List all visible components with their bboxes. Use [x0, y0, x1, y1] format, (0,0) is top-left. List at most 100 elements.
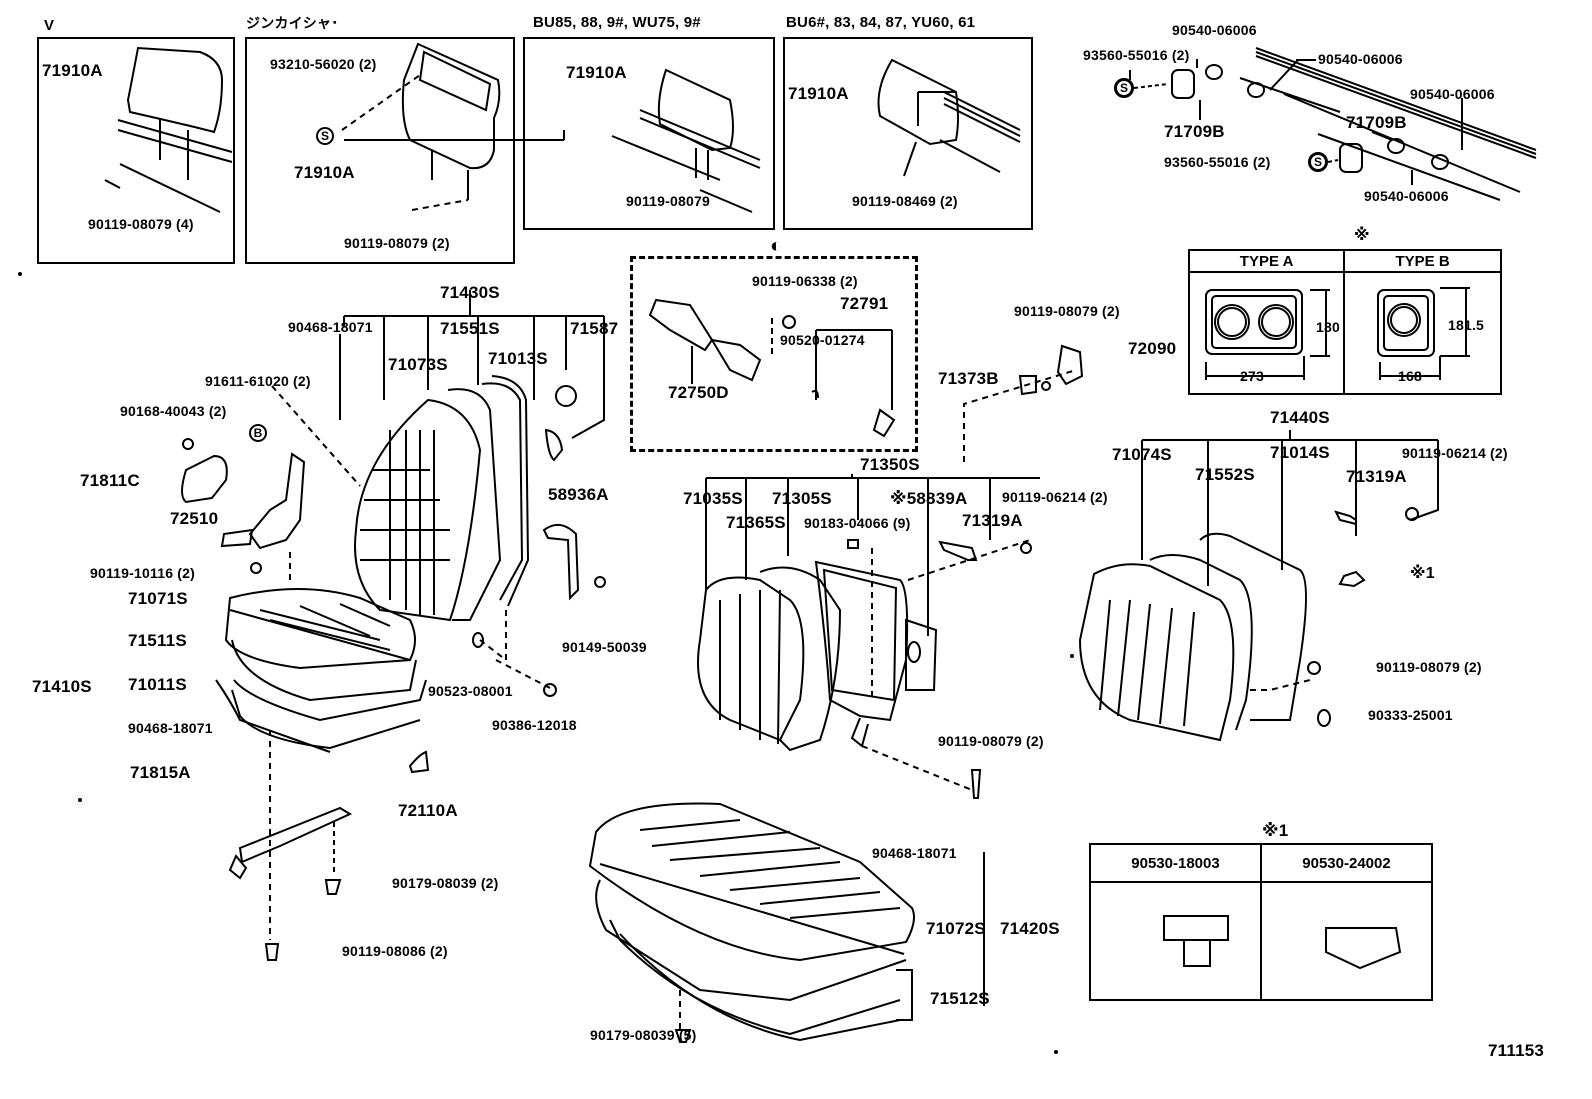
belt-symbol: ◐ [770, 235, 783, 257]
front-cushion-hog-ring[interactable]: 90468-18071 [128, 720, 213, 736]
hinge-screw-2[interactable]: 93560-55016 (2) [1164, 154, 1271, 170]
bu6-bolt[interactable]: 90119-08469 (2) [852, 193, 958, 209]
front-back-washer[interactable]: 90523-08001 [428, 683, 513, 699]
bu85-headrest[interactable]: 71910A [566, 63, 627, 82]
rear-cushion-hog-ring[interactable]: 90468-18071 [872, 845, 957, 861]
front-cushion-adjuster[interactable]: 72110A [398, 801, 458, 820]
headrest-bu6-drawing [877, 58, 1021, 177]
belt-bolt[interactable]: 90119-06338 (2) [752, 273, 858, 289]
hinge-rail-drawing [1114, 47, 1537, 201]
headrest-v-part[interactable]: 71910A [42, 61, 103, 80]
belt-ring[interactable]: 90520-01274 [780, 332, 865, 348]
rear-cushion-pad[interactable]: 71512S [930, 989, 990, 1008]
variant-title-bu85: BU85, 88, 9#, WU75, 9# [533, 14, 701, 31]
headrest-bu85-drawing [611, 68, 761, 213]
rear-left-clip[interactable]: 90183-04066 (9) [804, 515, 911, 531]
rear-right-plug[interactable]: 90333-25001 [1368, 707, 1453, 723]
rear-right-cover[interactable]: 71074S [1112, 445, 1172, 464]
striker-part[interactable]: 72090 [1128, 339, 1177, 358]
hinge-clip-1[interactable]: 90540-06006 [1172, 22, 1257, 38]
rear-left-bolt[interactable]: 90119-06214 (2) [1002, 489, 1108, 505]
rear-left-frame[interactable]: 71365S [726, 513, 786, 532]
belt-buckle-drawing [648, 298, 896, 438]
front-cushion-assy[interactable]: 71410S [32, 677, 92, 696]
rear-right-bolt[interactable]: 90119-06214 (2) [1402, 445, 1508, 461]
type-table: TYPE A TYPE B [1187, 249, 1502, 395]
bu6-headrest[interactable]: 71910A [788, 84, 849, 103]
rear-left-lock[interactable]: 71319A [962, 511, 1023, 530]
headrest-v-bolt[interactable]: 90119-08079 (4) [88, 216, 194, 232]
front-back-recliner[interactable]: 72510 [170, 509, 219, 528]
jinkaisha-headrest[interactable]: 71910A [294, 163, 355, 182]
belt-buckle[interactable]: 72750D [668, 383, 729, 402]
jinkaisha-screw[interactable]: 93210-56020 (2) [270, 56, 377, 72]
rear-right-bolt2[interactable]: 90119-08079 (2) [1376, 659, 1482, 675]
headrest-v-drawing [104, 46, 233, 213]
variant-title-v: V [44, 17, 55, 34]
jinkaisha-bolt[interactable]: 90119-08079 (2) [344, 235, 450, 251]
front-back-bolt2[interactable]: 90119-10116 (2) [90, 565, 195, 581]
type-a-height: 180 [1316, 319, 1340, 335]
headrest-bu6-box [783, 37, 1033, 230]
front-back-item[interactable]: 71587 [570, 319, 619, 338]
clip-a-header: 90530-18003 [1089, 843, 1262, 883]
front-cushion-nut[interactable]: 90179-08039 (2) [392, 875, 499, 891]
rear-left-item[interactable]: ※58839A [890, 489, 968, 508]
front-back-bolt3[interactable]: 90149-50039 [562, 639, 647, 655]
type-a-width: 273 [1240, 368, 1264, 384]
rear-left-assy[interactable]: 71350S [860, 455, 920, 474]
front-cushion-cover[interactable]: 71071S [128, 589, 188, 608]
front-back-frame[interactable]: 71013S [488, 349, 548, 368]
rear-cushion-assy[interactable]: 71420S [1000, 919, 1060, 938]
hinge-part-1[interactable]: 71709B [1164, 122, 1225, 141]
front-back-cover[interactable]: 71073S [388, 355, 448, 374]
hinge-clip-2[interactable]: 90540-06006 [1318, 51, 1403, 67]
rear-right-assy[interactable]: 71440S [1270, 408, 1330, 427]
belt-assy[interactable]: 72791 [840, 294, 889, 313]
rear-right-pad[interactable]: 71552S [1195, 465, 1255, 484]
front-back-assy[interactable]: 71430S [440, 283, 500, 302]
striker-bolt[interactable]: 90119-08079 (2) [1014, 303, 1120, 319]
variant-title-bu6: BU6#, 83, 84, 87, YU60, 61 [786, 14, 976, 31]
front-back-hog-ring[interactable]: 90468-18071 [288, 319, 373, 335]
bu85-bolt[interactable]: 90119-08079 [626, 193, 710, 209]
front-back-cover-trim[interactable]: 71811C [80, 471, 140, 490]
headrest-jinkaisha-box [245, 37, 515, 264]
type-b-height: 181.5 [1448, 317, 1485, 333]
rear-left-bolt2[interactable]: 90119-08079 (2) [938, 733, 1044, 749]
front-cushion-frame[interactable]: 71011S [128, 675, 187, 694]
rear-left-cover[interactable]: 71035S [683, 489, 743, 508]
striker-cover[interactable]: 71373B [938, 369, 999, 388]
front-back-nut[interactable]: 90386-12018 [492, 717, 577, 733]
rear-left-pad[interactable]: 71305S [772, 489, 832, 508]
hinge-part-2[interactable]: 71709B [1346, 113, 1407, 132]
rear-right-ref[interactable]: ※1 [1410, 565, 1435, 582]
front-back-support[interactable]: 58936A [548, 485, 609, 504]
hinge-screw-1[interactable]: 93560-55016 (2) [1083, 47, 1190, 63]
symbol-b-circle: B [249, 424, 267, 442]
rear-cushion-nut[interactable]: 90179-08039 (5) [590, 1027, 697, 1043]
front-back-pad[interactable]: 71551S [440, 319, 500, 338]
hinge-clip-4[interactable]: 90540-06006 [1364, 188, 1449, 204]
rear-cushion-cover[interactable]: 71072S [926, 919, 986, 938]
type-b-header: TYPE B [1343, 249, 1502, 273]
clip-table-mark: ※1 [1262, 821, 1289, 840]
front-back-bolt-b[interactable]: 91611-61020 (2) [205, 373, 311, 389]
hinge-clip-3[interactable]: 90540-06006 [1410, 86, 1495, 102]
rear-right-frame[interactable]: 71014S [1270, 443, 1330, 462]
front-seat-bracket-drawing [181, 385, 361, 580]
support-bracket-drawing [472, 523, 606, 697]
hinge-symbol-s-1: S [1115, 79, 1133, 97]
front-back-screw[interactable]: 90168-40043 (2) [120, 403, 227, 419]
type-table-mark: ※ [1354, 227, 1370, 244]
diagram-code: 711153 [1488, 1041, 1545, 1060]
headrest-bu85-box [523, 37, 775, 230]
rear-right-lock[interactable]: 71319A [1346, 467, 1407, 486]
front-cushion-pad[interactable]: 71511S [128, 631, 187, 650]
headrest-jinkaisha-drawing [341, 42, 501, 211]
symbol-s-circle: S [316, 127, 334, 145]
rear-back-right-drawing [1078, 430, 1439, 742]
front-cushion-shield[interactable]: 71815A [130, 763, 191, 782]
front-cushion-bolt[interactable]: 90119-08086 (2) [342, 943, 448, 959]
